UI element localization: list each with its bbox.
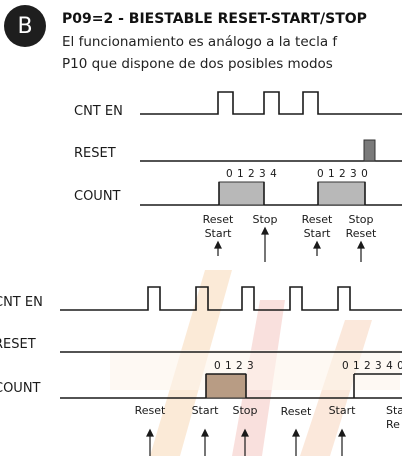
diagram-2: CNT EN RESET COUNT 0 1 2 3 0 1 2 3 4 0 R… [0, 286, 402, 456]
count-sequence: 0 1 2 3 4 0 [342, 360, 402, 372]
description-line-1: El funcionamiento es análogo a la tecla … [62, 34, 338, 50]
watermark-logo [110, 270, 400, 456]
event-label: Reset [203, 213, 234, 226]
cnt-en-label: CNT EN [0, 295, 43, 310]
event-label: Sta [386, 404, 402, 417]
cnt-en-signal [60, 286, 402, 311]
section-title: P09=2 - BIESTABLE RESET-START/STOP [62, 11, 367, 27]
count-label: COUNT [0, 381, 41, 396]
event-label: Start [304, 227, 332, 240]
event-label: Start [329, 404, 357, 417]
reset-label: RESET [74, 146, 116, 161]
description-line-2: P10 que dispone de dos posibles modos [62, 56, 333, 72]
reset-label: RESET [0, 337, 36, 352]
event-label: Start [192, 404, 220, 417]
event-label: Stop [232, 404, 257, 417]
event-label: Reset [346, 227, 377, 240]
count-sequence: 0 1 2 3 0 [317, 168, 368, 180]
diagram-1: CNT EN RESET COUNT 0 1 2 3 4 0 1 2 3 0 R… [74, 91, 402, 262]
section-badge: B [4, 5, 46, 47]
event-label: Reset [302, 213, 333, 226]
event-label: Stop [252, 213, 277, 226]
event-label: Start [205, 227, 233, 240]
count-sequence: 0 1 2 3 4 [226, 168, 277, 180]
count-block [205, 373, 247, 399]
event-label: Stop [348, 213, 373, 226]
cnt-en-label: CNT EN [74, 104, 123, 119]
cnt-en-signal [140, 91, 402, 115]
event-label: Re [386, 418, 400, 431]
reset-pulse [363, 139, 376, 162]
event-label: Reset [281, 405, 312, 418]
count-block [317, 181, 366, 206]
count-block [218, 181, 265, 206]
event-label: Reset [135, 404, 166, 417]
count-sequence: 0 1 2 3 [214, 360, 254, 372]
count-label: COUNT [74, 189, 121, 204]
